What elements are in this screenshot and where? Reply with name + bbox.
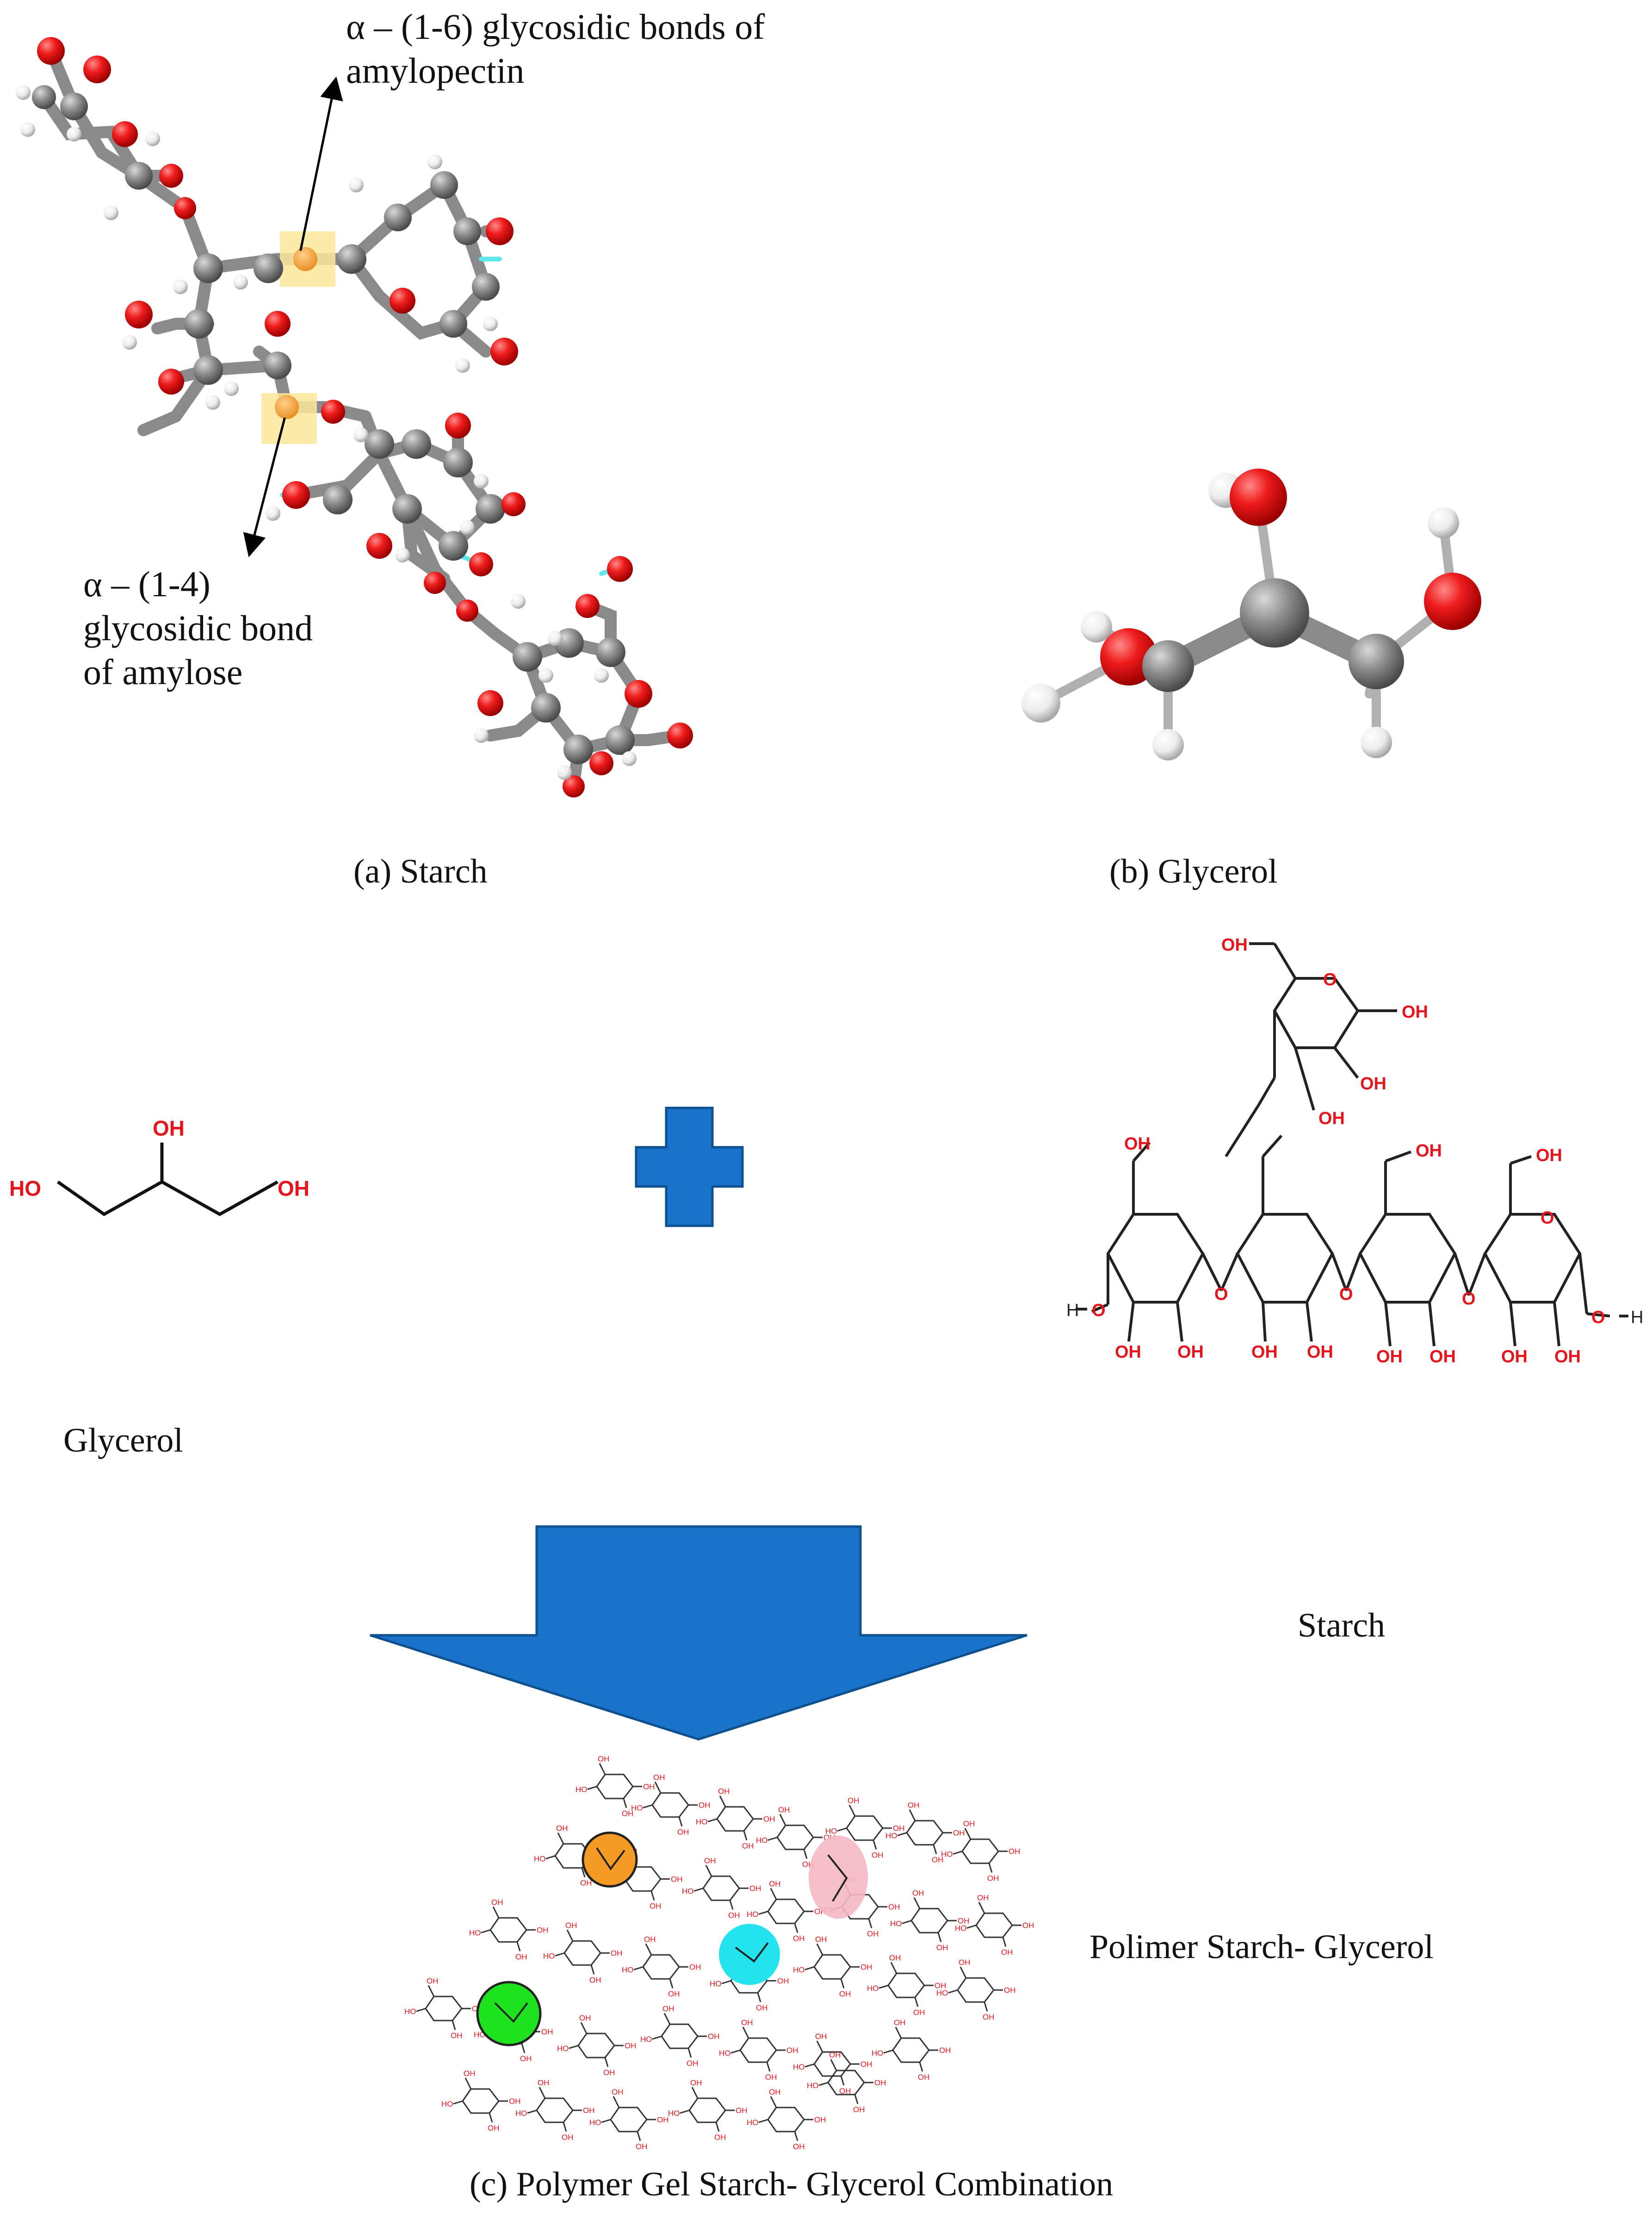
- starch-oh: OH: [1416, 1141, 1442, 1161]
- starch-oh: OH: [1115, 1342, 1141, 1362]
- starch-o: O: [1214, 1285, 1228, 1304]
- plus-sign: [635, 1106, 744, 1227]
- glycerol-3d-model: [1021, 469, 1481, 760]
- polymer-gel-network: [403, 1754, 1035, 2152]
- starch-oh: OH: [1429, 1347, 1456, 1366]
- starch-oh: OH: [1318, 1109, 1345, 1128]
- arrow-to-a14-label: [243, 417, 286, 557]
- label-starch: Starch: [1298, 1607, 1386, 1644]
- starch-oh: OH: [1251, 1342, 1278, 1362]
- starch-oh: OH: [1501, 1347, 1528, 1366]
- starch-oh: OH: [1360, 1074, 1386, 1094]
- marker-orange: [582, 1831, 638, 1888]
- glycerol-oh-right: OH: [278, 1176, 309, 1200]
- glycerol-ho-left: HO: [9, 1176, 41, 1200]
- starch-oh: OH: [1177, 1342, 1204, 1362]
- starch-oh: OH: [1221, 935, 1248, 955]
- starch-o: O: [1092, 1301, 1106, 1320]
- starch-h-left: H: [1066, 1301, 1079, 1320]
- caption-c-polymer-gel: (c) Polymer Gel Starch- Glycerol Combina…: [470, 2165, 1114, 2203]
- caption-b-glycerol: (b) Glycerol: [1109, 853, 1278, 890]
- starch-h-right: H: [1631, 1308, 1643, 1327]
- starch-3d-model: [16, 37, 693, 797]
- label-polymer-starch-glycerol: Polimer Starch- Glycerol: [1089, 1928, 1434, 1966]
- caption-a-starch: (a) Starch: [353, 853, 488, 890]
- alpha-1-6-annotation: α – (1-6) glycosidic bonds of amylopecti…: [346, 6, 765, 91]
- starch-oh: OH: [1376, 1347, 1403, 1366]
- arrow-to-a16-label: [299, 76, 343, 251]
- reaction-arrow: [370, 1525, 1027, 1741]
- glycerol-oh-top: OH: [153, 1116, 185, 1140]
- starch-o: O: [1591, 1308, 1605, 1327]
- starch-o: O: [1462, 1289, 1476, 1309]
- starch-oh: OH: [1124, 1134, 1151, 1154]
- label-glycerol: Glycerol: [63, 1422, 183, 1459]
- marker-green: [476, 1981, 542, 2046]
- marker-cyan: [719, 1924, 780, 1985]
- marker-pink: [809, 1836, 868, 1919]
- starch-oh: OH: [1536, 1146, 1562, 1165]
- starch-skeletal-structure: OH O OH OH OH OH OH OH O O O O O O OH OH…: [1066, 935, 1643, 1366]
- starch-o: O: [1339, 1285, 1353, 1304]
- glycerol-skeletal-structure: OH HO OH: [9, 1116, 309, 1217]
- starch-oh: OH: [1402, 1002, 1428, 1022]
- starch-oh: OH: [1554, 1347, 1581, 1366]
- alpha-1-4-annotation: α – (1-4) glycosidic bond of amylose: [83, 564, 313, 692]
- starch-ring-o: O: [1323, 970, 1337, 989]
- starch-oh: OH: [1307, 1342, 1333, 1362]
- starch-ring-o: O: [1541, 1208, 1554, 1228]
